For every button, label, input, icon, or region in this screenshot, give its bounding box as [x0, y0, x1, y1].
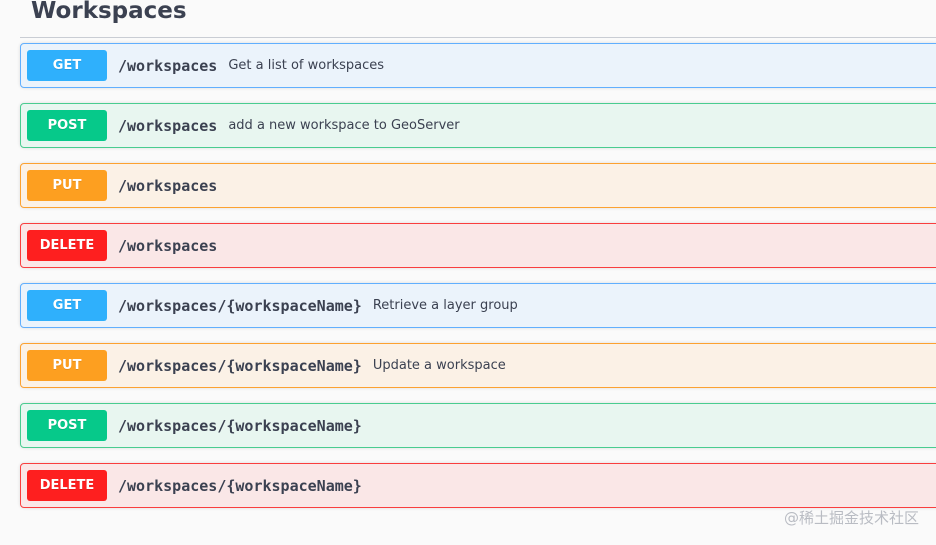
operation-path: /workspaces [118, 236, 218, 255]
operation-summary: Update a workspace [372, 358, 506, 373]
section-title[interactable]: Workspaces [31, 0, 187, 24]
method-badge-post: POST [27, 110, 107, 141]
method-badge-delete: DELETE [27, 470, 107, 501]
operation-path: /workspaces/{workspaceName} [118, 416, 362, 435]
operation-put-workspaces[interactable]: PUT /workspaces [20, 163, 936, 208]
operation-get-workspace-by-name[interactable]: GET /workspaces/{workspaceName} Retrieve… [20, 283, 936, 328]
method-badge-put: PUT [27, 170, 107, 201]
watermark: @稀土掘金技术社区 [783, 509, 919, 527]
operation-path: /workspaces [118, 176, 218, 195]
operation-path: /workspaces/{workspaceName} [118, 356, 362, 375]
operation-path: /workspaces/{workspaceName} [118, 476, 362, 495]
method-badge-post: POST [27, 410, 107, 441]
method-badge-put: PUT [27, 350, 107, 381]
operations-list: GET /workspaces Get a list of workspaces… [20, 43, 936, 523]
operation-path: /workspaces/{workspaceName} [118, 296, 362, 315]
operation-summary: Get a list of workspaces [228, 58, 385, 73]
operation-post-workspaces[interactable]: POST /workspaces add a new workspace to … [20, 103, 936, 148]
method-badge-delete: DELETE [27, 230, 107, 261]
operation-put-workspace-by-name[interactable]: PUT /workspaces/{workspaceName} Update a… [20, 343, 936, 388]
method-badge-get: GET [27, 290, 107, 321]
operation-path: /workspaces [118, 116, 218, 135]
operation-path: /workspaces [118, 56, 218, 75]
operation-summary: Retrieve a layer group [372, 298, 518, 313]
method-badge-get: GET [27, 50, 107, 81]
section-divider [20, 37, 936, 38]
operation-delete-workspace-by-name[interactable]: DELETE /workspaces/{workspaceName} [20, 463, 936, 508]
operation-delete-workspaces[interactable]: DELETE /workspaces [20, 223, 936, 268]
operation-get-workspaces[interactable]: GET /workspaces Get a list of workspaces [20, 43, 936, 88]
operation-summary: add a new workspace to GeoServer [228, 118, 460, 133]
operation-post-workspace-by-name[interactable]: POST /workspaces/{workspaceName} [20, 403, 936, 448]
